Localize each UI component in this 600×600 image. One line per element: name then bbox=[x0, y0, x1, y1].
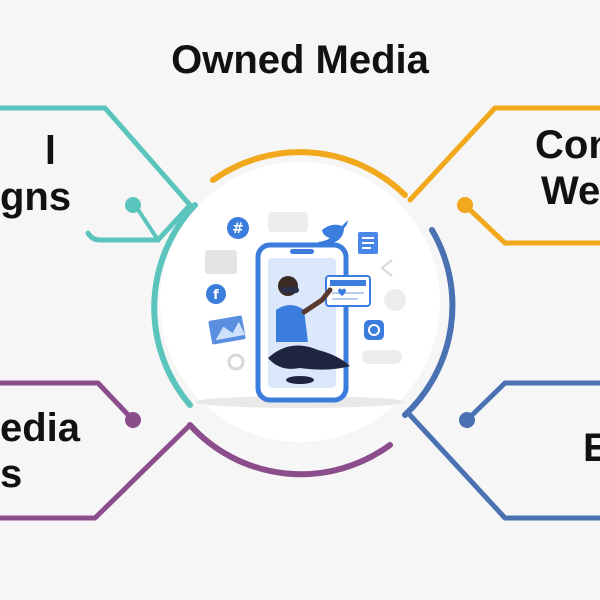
star-badge bbox=[384, 289, 406, 311]
teal-ring-arc bbox=[151, 202, 198, 408]
person-shoe bbox=[286, 376, 314, 384]
blue-ring-arc bbox=[402, 227, 456, 418]
instagram-icon bbox=[364, 320, 384, 340]
phone-notch bbox=[290, 249, 314, 254]
node-label-top-right-line-1: Con bbox=[535, 123, 600, 167]
heart-icon bbox=[338, 288, 346, 296]
image-mountain bbox=[215, 321, 246, 341]
search-pill bbox=[362, 350, 402, 364]
facebook-icon bbox=[206, 284, 226, 304]
person-shirt bbox=[276, 305, 308, 342]
folder-card bbox=[205, 250, 237, 274]
purple-inner-connector bbox=[0, 380, 136, 423]
purple-ring-arc bbox=[187, 422, 393, 478]
teal-outer-connector bbox=[0, 105, 193, 208]
hashtag-icon bbox=[227, 217, 249, 239]
orange-dot bbox=[457, 197, 473, 213]
node-label-bottom-right: E bbox=[583, 425, 600, 471]
person-legs bbox=[268, 345, 350, 370]
photo-card bbox=[268, 212, 308, 232]
hashtag-glyph: # bbox=[232, 221, 244, 237]
teal-stem bbox=[133, 203, 160, 242]
node-label-bottom-right-line-1: E bbox=[583, 426, 600, 470]
node-label-top-left-line-1: l bbox=[44, 129, 56, 173]
node-label-top-right: Con We bbox=[535, 122, 600, 214]
facebook-glyph: f bbox=[213, 288, 219, 303]
node-label-top-left: l gns bbox=[0, 128, 72, 220]
person-arm bbox=[301, 287, 333, 315]
twitter-icon bbox=[318, 220, 348, 245]
node-label-bottom-left-line-2: s bbox=[0, 452, 23, 496]
social-media-illustration: # f bbox=[195, 212, 406, 408]
vr-headset bbox=[281, 287, 299, 293]
orange-inner-connector bbox=[462, 202, 600, 246]
location-pin-icon bbox=[227, 353, 245, 371]
teal-dot bbox=[125, 197, 141, 213]
node-label-top-right-line-2: We bbox=[541, 169, 600, 213]
node-label-bottom-left-line-1: edia bbox=[0, 406, 81, 450]
blue-inner-connector bbox=[464, 380, 600, 423]
chat-card-header bbox=[330, 280, 366, 286]
orange-ring-arc bbox=[210, 149, 408, 198]
blue-outer-connector bbox=[407, 412, 600, 521]
node-label-bottom-left: edia s bbox=[0, 405, 81, 497]
teal-inner-connector bbox=[85, 202, 193, 243]
node-label-top-left-line-2: gns bbox=[0, 175, 72, 219]
diagram-title: Owned Media bbox=[171, 38, 429, 82]
purple-dot bbox=[125, 412, 141, 428]
share-icon bbox=[380, 259, 393, 277]
orange-outer-connector bbox=[407, 105, 600, 203]
purple-outer-connector bbox=[0, 422, 193, 521]
blue-dot bbox=[459, 412, 475, 428]
